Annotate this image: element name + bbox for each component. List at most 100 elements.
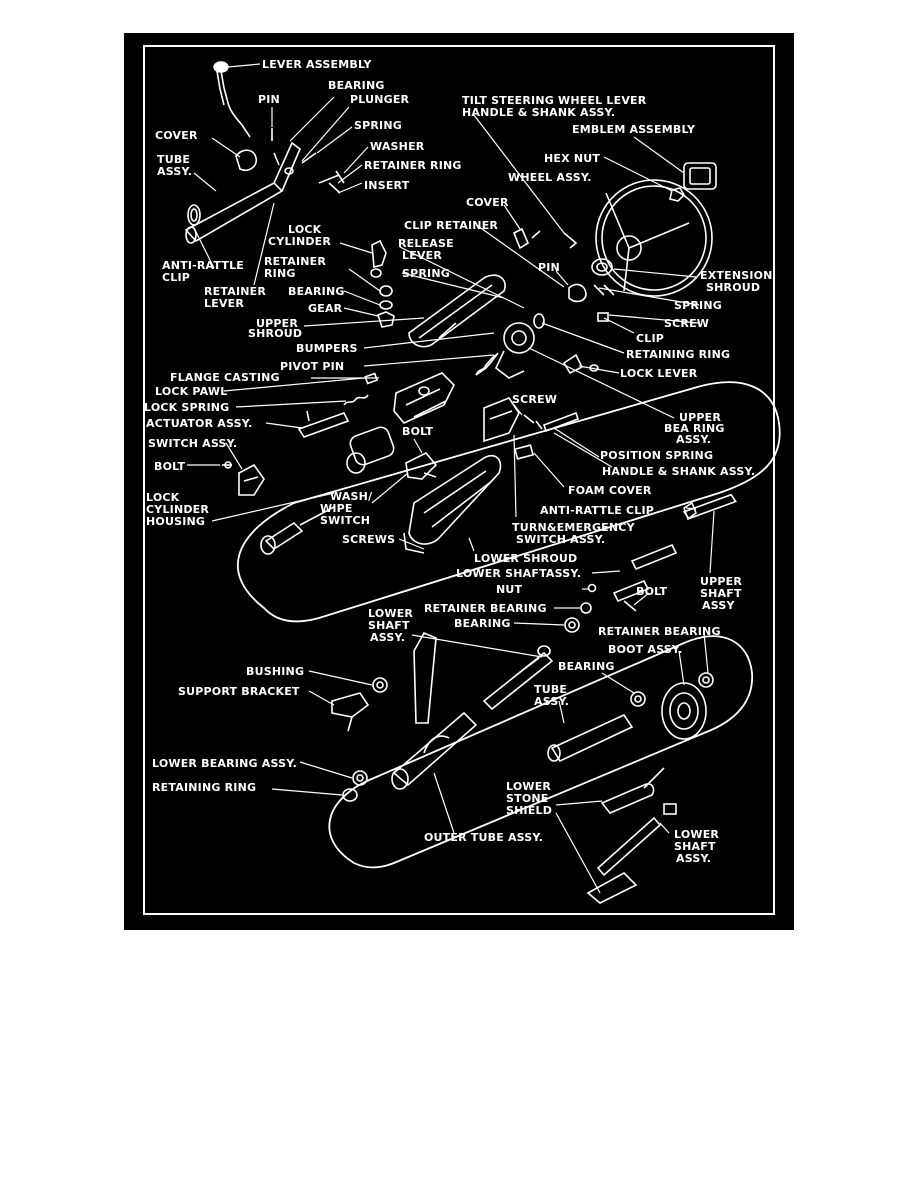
- screw-mid-part: [523, 414, 535, 424]
- label-flange-casting: FLANGE CASTING: [170, 371, 280, 384]
- label-lock-cyl-l1: LOCK: [288, 223, 322, 236]
- actuator-assy-part: [297, 410, 350, 438]
- label-wash-wipe-l1: WASH/: [330, 490, 373, 503]
- clip-retainer-parts: [568, 283, 615, 322]
- label-screw-mid: SCREW: [512, 393, 557, 406]
- label-upper-bearing-l2: BEA RING: [664, 422, 725, 435]
- lower-bearing-assy-part: [352, 770, 368, 786]
- label-plunger: PLUNGER: [350, 93, 410, 106]
- switch-assy-part: [238, 463, 265, 496]
- label-pivot-pin: PIVOT PIN: [280, 360, 344, 373]
- anti-rattle-clip-right-part: [683, 501, 697, 521]
- label-bushing: BUSHING: [246, 665, 304, 678]
- label-lower-shaft-assy-top: LOWER SHAFTASSY.: [456, 567, 581, 580]
- upper-envelope: [236, 381, 781, 623]
- label-switch-assy: SWITCH ASSY.: [148, 437, 237, 450]
- nut-part: [587, 583, 597, 593]
- label-lower-shaft-l3: ASSY.: [370, 631, 405, 644]
- label-foam-cover: FOAM COVER: [568, 484, 652, 497]
- label-retainer-lever-l2: LEVER: [204, 297, 244, 310]
- tube-assembly-part: [184, 141, 301, 244]
- label-bearing-right-low: BEARING: [558, 660, 615, 673]
- label-lower-bearing-assy: LOWER BEARING ASSY.: [152, 757, 297, 770]
- label-nut: NUT: [496, 583, 523, 596]
- label-lock-cyl-housing-l3: HOUSING: [146, 515, 205, 528]
- label-wash-wipe-l2: WIPE: [320, 502, 353, 515]
- foam-cover-part: [513, 444, 535, 460]
- steering-wheel-part: [595, 179, 713, 297]
- support-bracket-part: [331, 692, 370, 732]
- small-pins-top: [271, 128, 345, 194]
- label-spring-release: SPRING: [402, 267, 450, 280]
- lower-envelope: [328, 635, 753, 869]
- label-lower-shaft-l1: LOWER: [368, 607, 413, 620]
- label-retainer-ring-l2: RING: [264, 267, 296, 280]
- tube-low-part: [547, 713, 634, 763]
- label-retaining-ring-right: RETAINING RING: [626, 348, 730, 361]
- label-upper-shaft-l2: SHAFT: [700, 587, 742, 600]
- lock-pawl-part: [364, 372, 379, 385]
- label-lower-shaft-l2: SHAFT: [368, 619, 410, 632]
- emblem-part: [683, 162, 717, 190]
- extension-shroud-part: [591, 258, 613, 276]
- label-upper-shaft-l1: UPPER: [700, 575, 742, 588]
- label-upper-shroud-l1: UPPER: [256, 317, 298, 330]
- label-retainer-bearing-mid: RETAINER BEARING: [424, 602, 547, 615]
- label-support-bracket: SUPPORT BRACKET: [178, 685, 300, 698]
- lock-lever-part: [562, 353, 599, 375]
- lower-shaft-part: [482, 645, 554, 711]
- label-hex-nut: HEX NUT: [544, 152, 600, 165]
- handle-shank-part: [535, 411, 580, 433]
- anti-rattle-clip-part: [187, 204, 201, 226]
- label-screw-right: SCREW: [664, 317, 709, 330]
- label-tube-low-l1: TUBE: [534, 683, 567, 696]
- pivot-pin-spring-part: [475, 352, 499, 376]
- label-handle-shank: HANDLE & SHANK ASSY.: [602, 465, 755, 478]
- label-clip: CLIP: [636, 332, 664, 345]
- bolt-right-part: [623, 600, 637, 612]
- label-extension-l2: SHROUD: [706, 281, 760, 294]
- label-upper-bearing-l1: UPPER: [679, 411, 721, 424]
- label-lock-pawl: LOCK PAWL: [155, 385, 227, 398]
- gear-part: [376, 311, 395, 328]
- label-bolt-mid: BOLT: [402, 425, 434, 438]
- label-lock-cyl-housing-l1: LOCK: [146, 491, 180, 504]
- exploded-steering-column-diagram: LEVER ASSEMBLY BEARING PIN PLUNGER COVER…: [144, 58, 781, 904]
- label-upper-shaft-l3: ASSY: [702, 599, 735, 612]
- label-retainer-ring-l1: RETAINER: [264, 255, 326, 268]
- lower-stone-shield-part: [586, 767, 665, 904]
- label-lever-assembly: LEVER ASSEMBLY: [262, 58, 372, 71]
- label-lock-lever: LOCK LEVER: [620, 367, 698, 380]
- label-washer: WASHER: [370, 140, 425, 153]
- label-pin-top: PIN: [258, 93, 280, 106]
- lock-cylinder-housing-part: [346, 426, 395, 474]
- part-labels: LEVER ASSEMBLY BEARING PIN PLUNGER COVER…: [144, 58, 772, 865]
- label-pin-mid: PIN: [538, 261, 560, 274]
- retainer-bearing-mid-part: [580, 602, 592, 614]
- label-bolt-right: BOLT: [636, 585, 668, 598]
- label-stone-l2: STONE: [506, 792, 549, 805]
- upper-bearing-part: [495, 322, 535, 379]
- leader-lines: [187, 63, 715, 894]
- label-upper-shroud-l2: SHROUD: [248, 327, 302, 340]
- cover-mid-part: [512, 227, 578, 250]
- label-bearing-lower: BEARING: [454, 617, 511, 630]
- label-lock-spring: LOCK SPRING: [144, 401, 229, 414]
- label-insert: INSERT: [364, 179, 410, 192]
- bearing-lower-part: [564, 617, 580, 633]
- label-upper-bearing-l3: ASSY.: [676, 433, 711, 446]
- label-lock-cyl-l2: CYLINDER: [268, 235, 331, 248]
- label-position-spring: POSITION SPRING: [600, 449, 713, 462]
- steering-shaft-left: [260, 506, 335, 555]
- retaining-ring-right-part: [533, 313, 545, 329]
- label-tube-l1: TUBE: [157, 153, 190, 166]
- label-bumpers: BUMPERS: [296, 342, 358, 355]
- diagram-panel: LEVER ASSEMBLY BEARING PIN PLUNGER COVER…: [124, 33, 794, 930]
- bearing-right-low-part: [630, 691, 646, 707]
- label-stone-l1: LOWER: [506, 780, 551, 793]
- label-bearing-mid: BEARING: [288, 285, 345, 298]
- label-turn-l2: SWITCH ASSY.: [516, 533, 605, 546]
- label-wash-wipe-l3: SWITCH: [320, 514, 370, 527]
- retainer-bearing-right-part: [698, 672, 714, 688]
- turn-emergency-switch-part: [483, 397, 520, 443]
